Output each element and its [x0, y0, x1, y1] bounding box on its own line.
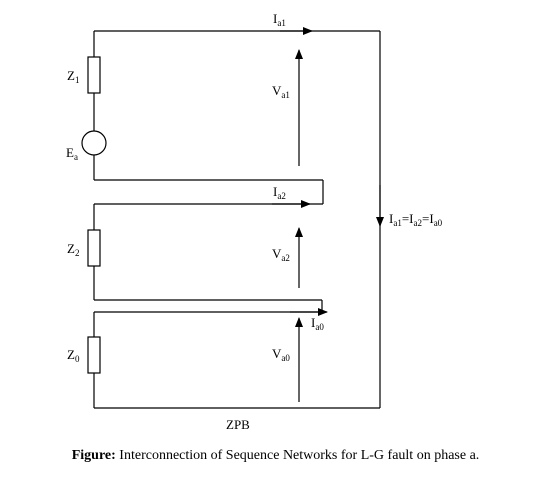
- z2-impedance: [87, 229, 101, 267]
- z0-label: Z0: [67, 347, 80, 364]
- va2-label: Va2: [272, 246, 290, 263]
- labels: Z1 Ea Z2 Z0 Ia1 Va1 Ia2 Va2 Ia0 Va0 Ia1=…: [66, 11, 443, 432]
- ia1-label: Ia1: [273, 11, 286, 28]
- z1-label: Z1: [67, 68, 79, 85]
- z0-impedance: [87, 336, 101, 374]
- caption-prefix: Figure:: [71, 448, 116, 463]
- negative-sequence-network: [87, 180, 324, 301]
- ea-source-icon: [81, 130, 107, 156]
- zero-sequence-network: [87, 300, 380, 409]
- ia0-label: Ia0: [311, 315, 324, 332]
- va0-label: Va0: [272, 346, 290, 363]
- figure-caption: Figure: Interconnection of Sequence Netw…: [0, 448, 551, 464]
- va1-label: Va1: [272, 83, 290, 100]
- ea-label: Ea: [66, 145, 78, 162]
- positive-sequence-network: [81, 30, 380, 181]
- caption-text: Interconnection of Sequence Networks for…: [115, 448, 480, 463]
- arrows: [272, 27, 384, 402]
- fault-current-equation: Ia1=Ia2=Ia0: [389, 211, 443, 228]
- z2-label: Z2: [67, 241, 79, 258]
- zpb-label: ZPB: [226, 417, 250, 432]
- z1-impedance: [87, 56, 101, 94]
- ia2-label: Ia2: [273, 184, 286, 201]
